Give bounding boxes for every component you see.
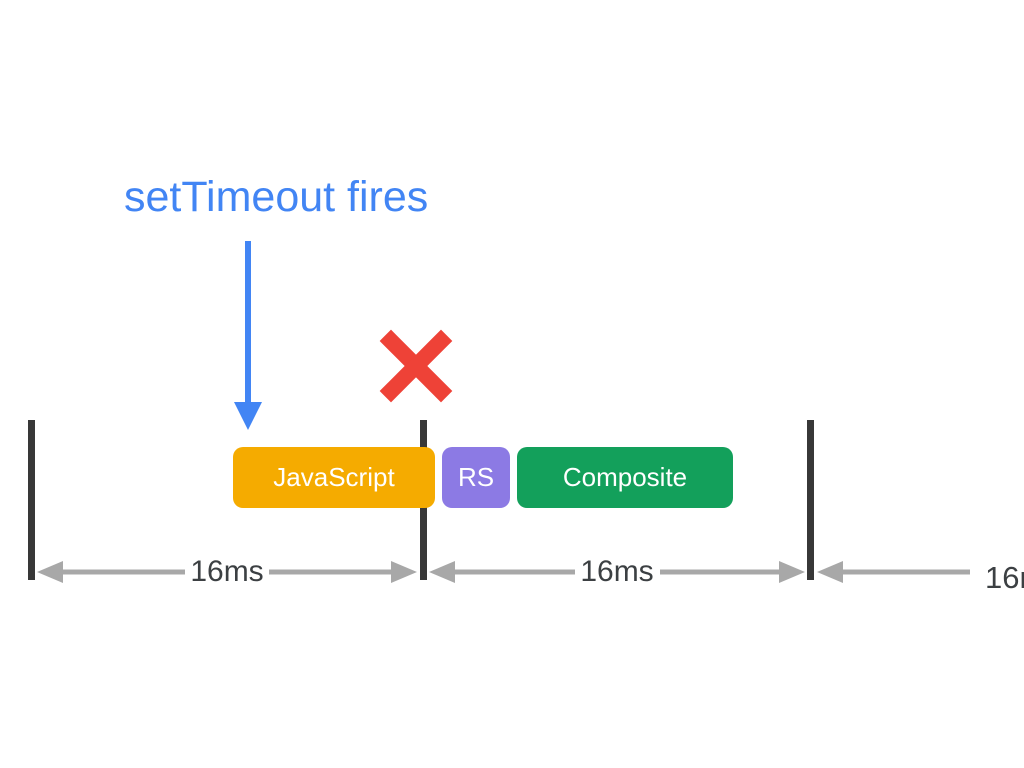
arrow-right-head [779, 561, 805, 583]
frame-block-composite-label: Composite [562, 462, 688, 492]
arrow-left-head [37, 561, 63, 583]
frame-block-rs: RS [442, 447, 510, 508]
cancel-icon-stroke-2 [379, 329, 453, 403]
duration-label-2: 16ms [580, 555, 654, 588]
frame-block-rs-label: RS [457, 462, 495, 492]
arrow-left-head [817, 561, 843, 583]
cancel-icon-stroke-1 [379, 329, 453, 403]
settimeout-arrow-icon [234, 241, 262, 430]
duration-arrow-3 [817, 561, 970, 583]
duration-label-3: 16ms [985, 560, 1024, 595]
frame-block-javascript: JavaScript [233, 447, 435, 508]
arrow-right-head [391, 561, 417, 583]
settimeout-arrow-head [234, 402, 262, 430]
frame-tick-1 [28, 420, 35, 580]
cancel-icon [379, 329, 453, 403]
frame-block-javascript-label: JavaScript [273, 462, 395, 492]
frame-tick-3 [807, 420, 814, 580]
duration-label-1: 16ms [190, 555, 264, 588]
settimeout-fires-label: setTimeout fires [124, 173, 429, 221]
arrow-left-head [429, 561, 455, 583]
frame-block-composite: Composite [517, 447, 733, 508]
